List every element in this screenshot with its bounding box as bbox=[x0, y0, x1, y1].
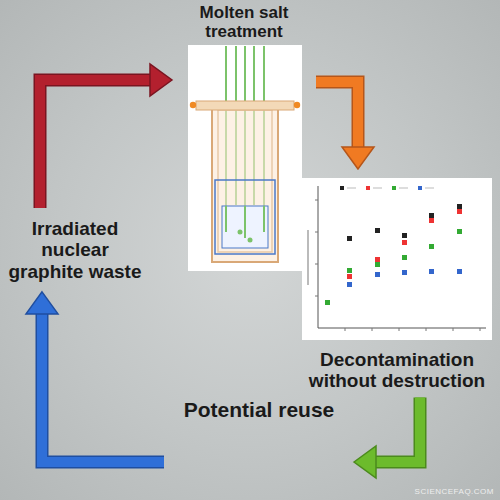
cycle-arrow bbox=[316, 82, 374, 169]
arrow-shaft bbox=[316, 82, 358, 147]
stage-label: Molten salt treatment bbox=[178, 3, 310, 41]
arrow-shaft bbox=[42, 314, 164, 462]
stage-node: Molten salt treatment bbox=[178, 3, 310, 273]
stage-label: Irradiated nuclear graphite waste bbox=[8, 218, 142, 282]
arrow-outline bbox=[316, 82, 358, 147]
stage-label: Potential reuse bbox=[170, 398, 348, 422]
arrow-shaft bbox=[40, 80, 150, 208]
arrow-outline bbox=[376, 398, 420, 462]
arrow-head bbox=[26, 292, 58, 314]
stage-node: Irradiated nuclear graphite waste bbox=[8, 214, 142, 286]
stage-node: Potential reuse bbox=[170, 398, 348, 478]
cycle-arrow bbox=[26, 292, 164, 462]
stage-label: Decontamination without destruction bbox=[298, 349, 496, 392]
watermark: SCIENCEFAQ.COM bbox=[415, 487, 494, 496]
arrow-shaft bbox=[376, 398, 420, 462]
arrow-outline bbox=[42, 314, 164, 462]
arrow-head bbox=[354, 446, 376, 478]
cycle-arrow bbox=[354, 398, 420, 478]
cycle-arrow bbox=[40, 64, 172, 208]
apparatus-drawing bbox=[188, 45, 302, 271]
chart-drawing bbox=[302, 178, 492, 340]
arrow-head bbox=[150, 64, 172, 96]
arrow-outline bbox=[40, 80, 150, 208]
stage-node: Decontamination without destruction bbox=[298, 175, 496, 392]
arrow-head bbox=[342, 147, 374, 169]
